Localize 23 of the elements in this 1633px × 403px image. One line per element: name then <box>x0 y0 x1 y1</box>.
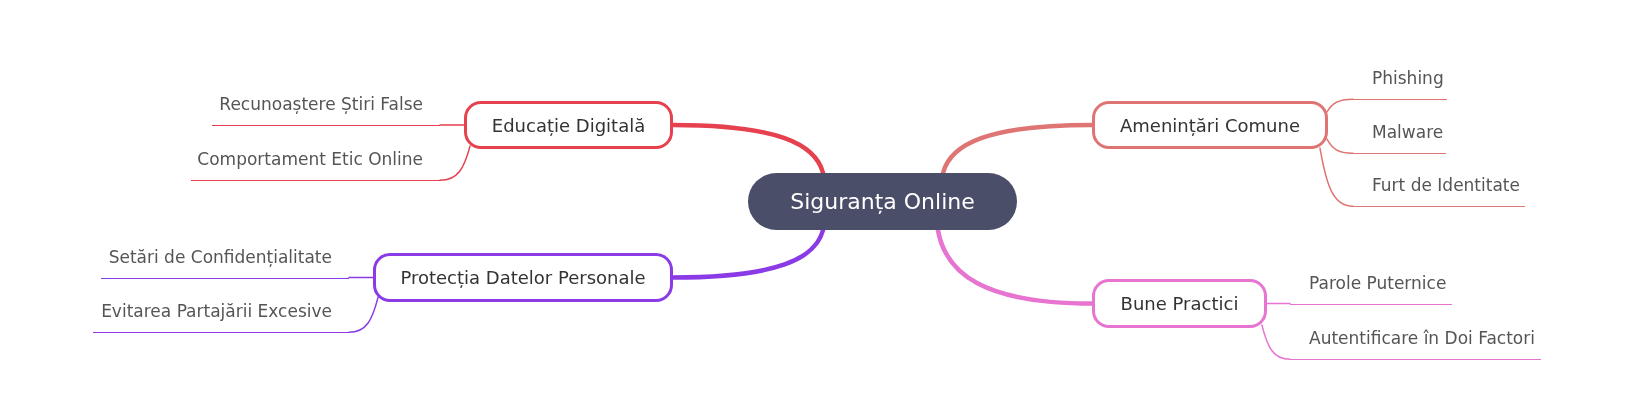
subtopic-connector <box>348 296 379 333</box>
subtopic-label: Phishing <box>1353 67 1447 100</box>
topic-box: Amenințări Comune <box>1092 101 1328 149</box>
subtopic-connector <box>1319 147 1354 207</box>
subtopic-label: Autentificare în Doi Factori <box>1290 327 1541 360</box>
subtopic-connector <box>1261 324 1291 360</box>
subtopic-connector <box>1326 138 1354 154</box>
subtopic-connector <box>439 124 465 126</box>
subtopic-label: Evitarea Partajării Excesive <box>93 300 349 333</box>
topic-box: Bune Practici <box>1092 279 1267 328</box>
subtopic-label: Comportament Etic Online <box>191 148 440 181</box>
subtopic-label: Setări de Confidențialitate <box>101 246 349 279</box>
subtopic-connector <box>1266 302 1291 305</box>
subtopic-label: Malware <box>1353 121 1446 154</box>
subtopic-connector <box>348 276 374 279</box>
subtopic-label: Furt de Identitate <box>1353 174 1525 207</box>
subtopic-label: Parole Puternice <box>1290 272 1452 305</box>
topic-box: Protecția Datelor Personale <box>373 253 673 302</box>
subtopic-connector <box>439 145 471 181</box>
subtopic-label: Recunoaștere Știri False <box>212 93 440 126</box>
central-topic: Siguranța Online <box>748 173 1017 230</box>
topic-box: Educație Digitală <box>464 101 673 149</box>
subtopic-connector <box>1326 98 1354 113</box>
